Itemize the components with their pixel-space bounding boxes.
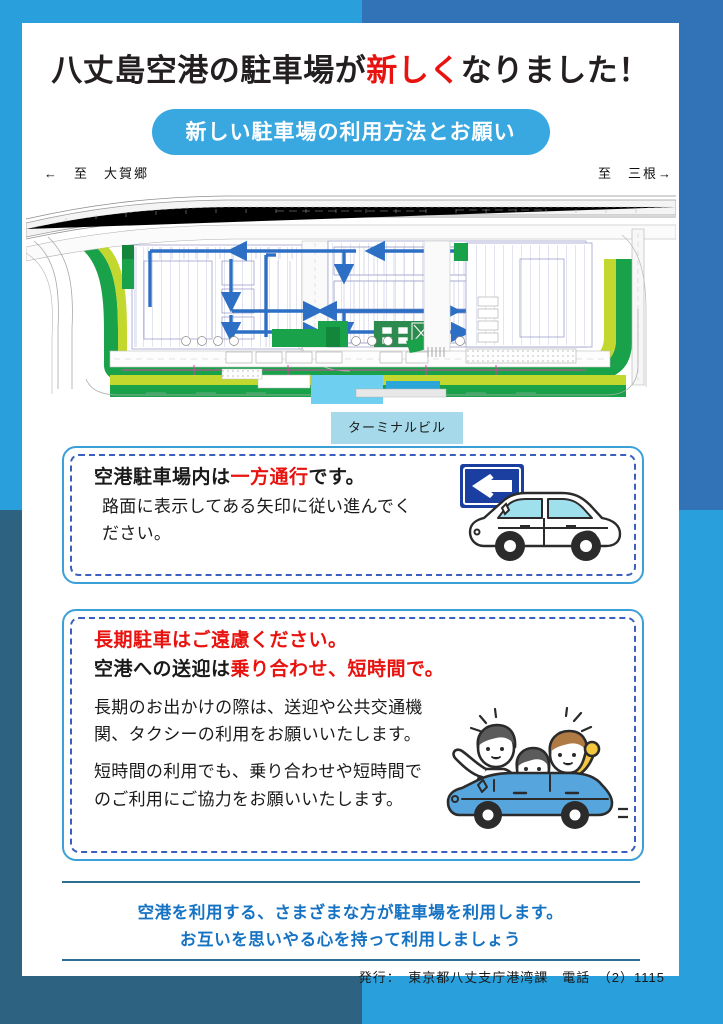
page-title-post: なりました！ (460, 53, 650, 88)
one-way-illustration (458, 462, 628, 568)
footer-divider-bottom (62, 959, 640, 961)
long-term-body: 長期のお出かけの際は、送迎や公共交通機 関、タクシーの利用をお願いいたします。 … (94, 694, 622, 813)
terminal-building-label: ターミナルビル (331, 412, 463, 444)
parking-lot-map (26, 189, 676, 404)
page-title-pre: 八丈島空港の駐車場が (51, 53, 367, 88)
footer-message-1: 空港を利用する、さまざまな方が駐車場を利用します。 (137, 904, 564, 922)
one-way-heading-post: です。 (308, 467, 366, 488)
page-title: 八丈島空港の駐車場が新しくなりました！ (22, 45, 679, 90)
poster-sheet: 八丈島空港の駐車場が新しくなりました！ 新しい駐車場の利用方法とお願い ← 至 … (22, 23, 679, 985)
one-way-body-line1: 路面に表示してある矢印に従い進んでく (102, 496, 412, 516)
page-title-highlight: 新しく (366, 53, 461, 88)
motion-lines (618, 807, 628, 819)
one-way-heading-highlight: 一方通行 (230, 467, 309, 488)
long-term-body-2: 短時間の利用でも、乗り合わせや短時間で のご利用にご協力をお願いいたします。 (94, 758, 622, 812)
direction-label-right: 至 三根→ (597, 166, 673, 181)
family-car-illustration (442, 706, 632, 837)
panel-one-way-text: 空港駐車場内は一方通行です。 路面に表示してある矢印に従い進んでく ださい。 (64, 448, 642, 547)
car-wheels (495, 531, 601, 561)
one-way-heading-pre: 空港駐車場内は (94, 467, 231, 488)
long-term-heading-2: 空港への送迎は乗り合わせ、短時間で。 (94, 656, 622, 685)
direction-label-left: ← 至 大賀郷 (44, 166, 150, 181)
long-term-heading-2-highlight: 乗り合わせ、短時間で。 (230, 658, 445, 680)
long-term-body-2-line2: のご利用にご協力をお願いいたします。 (94, 789, 404, 809)
publisher-info: 発行： 東京都八丈支庁港湾課 電話 （2）1115 (358, 970, 665, 985)
one-way-heading: 空港駐車場内は一方通行です。 (94, 464, 622, 493)
info-panel-long-term-parking: 長期駐車はご遠慮ください。 空港への送迎は乗り合わせ、短時間で。 長期のお出かけ… (62, 609, 644, 861)
long-term-body-1: 長期のお出かけの際は、送迎や公共交通機 関、タクシーの利用をお願いいたします。 (94, 694, 622, 748)
info-panel-one-way: 空港駐車場内は一方通行です。 路面に表示してある矢印に従い進んでく ださい。 (62, 446, 644, 584)
panel-long-term-text: 長期駐車はご遠慮ください。 空港への送迎は乗り合わせ、短時間で。 長期のお出かけ… (64, 611, 642, 813)
excitement-marks (469, 706, 593, 733)
long-term-heading-1: 長期駐車はご遠慮ください。 (94, 630, 348, 651)
long-term-body-1-line1: 長期のお出かけの際は、送迎や公共交通機 (94, 698, 423, 717)
map-direction-labels: ← 至 大賀郷 至 三根→ (22, 163, 679, 185)
footer-divider-top (62, 881, 640, 883)
subtitle-badge: 新しい駐車場の利用方法とお願い (151, 109, 550, 155)
one-way-body-line2: ださい。 (102, 523, 172, 543)
car-wheels (474, 801, 589, 829)
long-term-body-1-line2: 関、タクシーの利用をお願いいたします。 (94, 725, 421, 745)
footer-message-2: お互いを思いやる心を持って利用しましょう (179, 931, 522, 949)
long-term-body-2-line1: 短時間の利用でも、乗り合わせや短時間で (94, 762, 423, 782)
subtitle-container: 新しい駐車場の利用方法とお願い (22, 109, 679, 155)
long-term-heading-2-pre: 空港への送迎は (94, 658, 231, 680)
